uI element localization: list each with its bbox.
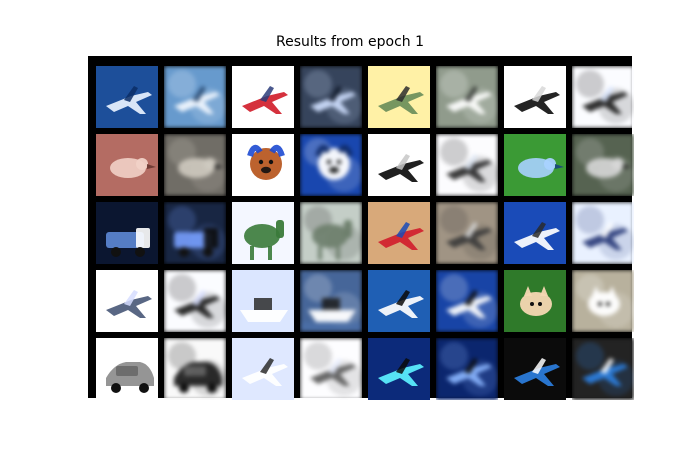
image-tile-r5-c4 <box>300 338 362 400</box>
image-tile-svg-r3-c8 <box>572 202 634 264</box>
image-tile-r1-c8 <box>572 66 634 128</box>
image-tile-svg-r4-c7 <box>504 270 566 332</box>
image-tile-svg-r5-c5 <box>368 338 430 400</box>
image-tile-svg-r3-c6 <box>436 202 498 264</box>
image-tile-svg-r5-c4 <box>300 338 362 400</box>
image-tile-svg-r2-c6 <box>436 134 498 196</box>
image-tile-r1-c2 <box>164 66 226 128</box>
image-tile-r2-c1 <box>96 134 158 196</box>
figure-title: Results from epoch 1 <box>275 34 425 50</box>
image-tile-svg-r3-c1 <box>96 202 158 264</box>
image-tile-svg-r4-c2 <box>164 270 226 332</box>
image-grid <box>88 56 634 400</box>
image-tile-r3-c3 <box>232 202 294 264</box>
image-tile-r2-c2 <box>164 134 226 196</box>
image-tile-r4-c1 <box>96 270 158 332</box>
image-tile-svg-r1-c8 <box>572 66 634 128</box>
image-tile-r4-c3 <box>232 270 294 332</box>
image-tile-r2-c8 <box>572 134 634 196</box>
image-tile-r1-c6 <box>436 66 498 128</box>
image-tile-svg-r4-c3 <box>232 270 294 332</box>
image-tile-svg-r4-c1 <box>96 270 158 332</box>
image-tile-svg-r2-c4 <box>300 134 362 196</box>
image-tile-r5-c8 <box>572 338 634 400</box>
image-tile-svg-r1-c4 <box>300 66 362 128</box>
image-tile-svg-r1-c2 <box>164 66 226 128</box>
image-tile-r5-c7 <box>504 338 566 400</box>
image-tile-svg-r2-c5 <box>368 134 430 196</box>
image-tile-svg-r3-c3 <box>232 202 294 264</box>
image-tile-r1-c7 <box>504 66 566 128</box>
image-tile-svg-r3-c2 <box>164 202 226 264</box>
image-tile-r2-c4 <box>300 134 362 196</box>
image-tile-svg-r5-c3 <box>232 338 294 400</box>
image-tile-svg-r5-c6 <box>436 338 498 400</box>
image-tile-r4-c6 <box>436 270 498 332</box>
image-tile-r4-c2 <box>164 270 226 332</box>
image-tile-r1-c5 <box>368 66 430 128</box>
image-tile-r1-c3 <box>232 66 294 128</box>
image-tile-r3-c1 <box>96 202 158 264</box>
image-tile-svg-r2-c2 <box>164 134 226 196</box>
image-tile-r5-c5 <box>368 338 430 400</box>
image-tile-svg-r5-c7 <box>504 338 566 400</box>
image-tile-r3-c8 <box>572 202 634 264</box>
image-tile-r4-c5 <box>368 270 430 332</box>
image-tile-svg-r3-c5 <box>368 202 430 264</box>
image-tile-r3-c2 <box>164 202 226 264</box>
image-tile-r5-c1 <box>96 338 158 400</box>
image-tile-svg-r5-c2 <box>164 338 226 400</box>
image-tile-r3-c5 <box>368 202 430 264</box>
image-tile-svg-r1-c7 <box>504 66 566 128</box>
image-tile-r5-c3 <box>232 338 294 400</box>
image-tile-r4-c8 <box>572 270 634 332</box>
image-tile-svg-r5-c8 <box>572 338 634 400</box>
image-tile-r2-c6 <box>436 134 498 196</box>
image-tile-svg-r4-c6 <box>436 270 498 332</box>
image-tile-r5-c2 <box>164 338 226 400</box>
image-tile-svg-r2-c7 <box>504 134 566 196</box>
image-tile-svg-r2-c1 <box>96 134 158 196</box>
image-tile-svg-r5-c1 <box>96 338 158 400</box>
image-tile-svg-r1-c1 <box>96 66 158 128</box>
image-tile-r2-c3 <box>232 134 294 196</box>
image-tile-r1-c4 <box>300 66 362 128</box>
image-tile-r4-c7 <box>504 270 566 332</box>
image-tile-r3-c4 <box>300 202 362 264</box>
image-tile-svg-r2-c3 <box>232 134 294 196</box>
image-tile-svg-r2-c8 <box>572 134 634 196</box>
image-tile-svg-r4-c8 <box>572 270 634 332</box>
image-tile-r4-c4 <box>300 270 362 332</box>
image-tile-r2-c7 <box>504 134 566 196</box>
image-tile-svg-r1-c3 <box>232 66 294 128</box>
image-tile-svg-r3-c4 <box>300 202 362 264</box>
image-tile-svg-r4-c4 <box>300 270 362 332</box>
image-tile-svg-r1-c5 <box>368 66 430 128</box>
image-tile-svg-r4-c5 <box>368 270 430 332</box>
image-tile-r3-c6 <box>436 202 498 264</box>
image-tile-r1-c1 <box>96 66 158 128</box>
image-tile-svg-r3-c7 <box>504 202 566 264</box>
image-tile-r5-c6 <box>436 338 498 400</box>
image-tile-r3-c7 <box>504 202 566 264</box>
image-tile-svg-r1-c6 <box>436 66 498 128</box>
image-tile-r2-c5 <box>368 134 430 196</box>
